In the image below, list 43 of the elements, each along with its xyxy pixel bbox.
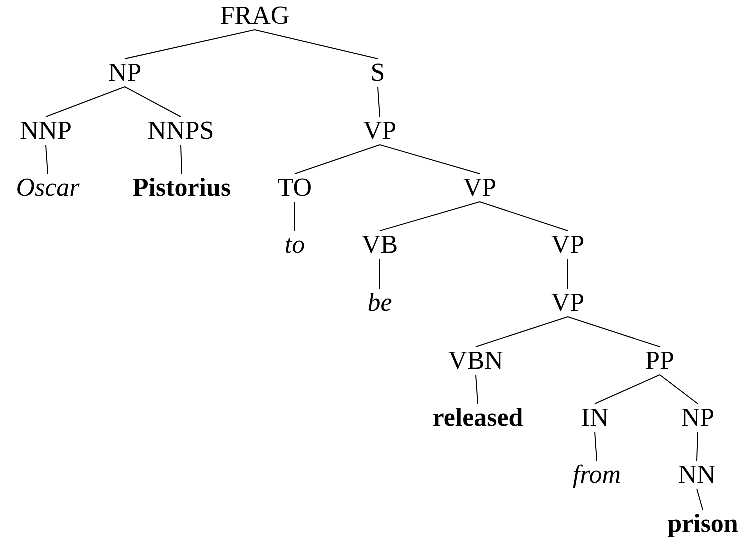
tree-label: NNP (20, 117, 72, 145)
tree-label: NP (108, 59, 142, 87)
tree-branch (46, 144, 48, 174)
tree-label: VP (551, 231, 585, 259)
tree-label: PP (646, 347, 674, 375)
tree-label: IN (581, 404, 609, 432)
tree-branch (294, 144, 380, 174)
tree-label: VB (362, 231, 398, 259)
tree-branch (696, 432, 698, 462)
tree-label: VP (551, 289, 585, 317)
tree-label: VP (363, 117, 397, 145)
tree-branch (46, 86, 126, 118)
word-label: Oscar (16, 174, 80, 202)
tree-branch (594, 432, 598, 462)
tree-branch (380, 144, 480, 174)
word-label: prison (668, 510, 738, 538)
tree-branch (124, 30, 256, 60)
tree-branch (594, 374, 660, 404)
tree-branch (696, 488, 704, 510)
tree-branch (294, 202, 296, 232)
tree-branch (378, 86, 380, 118)
word-label: be (368, 289, 392, 317)
word-label: to (284, 231, 306, 259)
tree-label: FRAG (220, 2, 290, 30)
tree-branch (476, 374, 478, 404)
tree-label: S (370, 59, 386, 87)
tree-label: NN (678, 461, 716, 489)
tree-branch (180, 144, 182, 174)
tree-label: VP (463, 174, 497, 202)
tree-branch (380, 202, 480, 232)
tree-label: TO (278, 174, 312, 202)
tree-branch (660, 374, 698, 404)
tree-label: NNPS (148, 117, 214, 145)
tree-branch (254, 30, 378, 60)
tree-branch (476, 316, 568, 348)
tree-branch (124, 86, 182, 118)
tree-label: VBN (448, 347, 504, 375)
tree-label: NP (681, 404, 715, 432)
tree-branch (568, 316, 660, 348)
word-label: Pistorius (132, 174, 232, 202)
word-label: released (432, 404, 524, 432)
tree-branch (480, 202, 568, 232)
word-label: from (572, 461, 622, 489)
